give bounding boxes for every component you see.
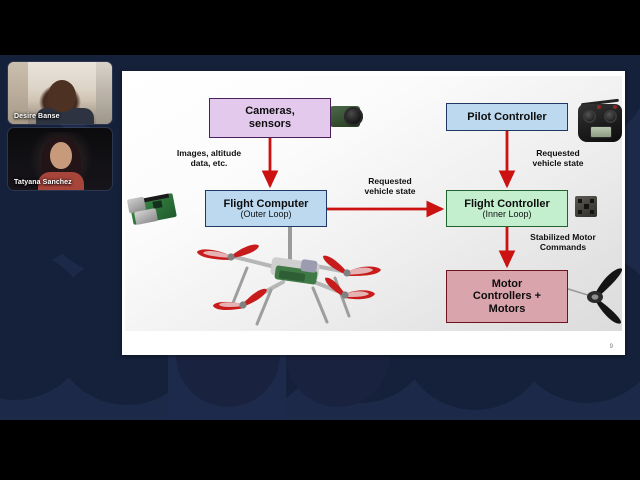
propeller-motor-icon xyxy=(565,266,622,328)
letterbox-top xyxy=(0,0,640,55)
node-title: Pilot Controller xyxy=(467,110,547,123)
diagram-node-motor-controllers[interactable]: Motor Controllers + Motors xyxy=(446,270,568,323)
quadcopter-drone-icon xyxy=(187,216,397,331)
slide-diagram-canvas: Cameras, sensors Flight Computer (Outer … xyxy=(125,76,622,331)
node-title: Flight Computer xyxy=(223,197,309,210)
slide-page-number: 9 xyxy=(609,344,613,350)
diagram-node-flight-controller[interactable]: Flight Controller (Inner Loop) xyxy=(446,190,568,227)
participant-video-tatyana-sanchez xyxy=(8,128,112,190)
edge-label-line1: Stabilized Motor xyxy=(530,232,596,242)
edge-label-line1: Requested xyxy=(536,148,580,158)
node-title: Cameras, xyxy=(245,105,295,118)
camera-module-icon xyxy=(330,103,364,129)
diagram-node-cameras[interactable]: Cameras, sensors xyxy=(209,98,331,138)
letterbox-bottom xyxy=(0,420,640,480)
participant-tile-list: Desire Banse Tatyana Sanchez xyxy=(8,62,112,194)
node-subtitle: (Inner Loop) xyxy=(482,208,532,219)
participant-name-label: Tatyana Sanchez xyxy=(14,179,72,186)
flight-controller-board-icon xyxy=(575,196,597,217)
diagram-node-flight-computer[interactable]: Flight Computer (Outer Loop) xyxy=(205,190,327,227)
edge-label-line2: Commands xyxy=(539,242,587,253)
edge-label-requested-vehicle-state-pilot: Requested vehicle state xyxy=(503,148,613,168)
node-title-line2: Controllers + xyxy=(472,290,542,303)
node-title: Motor xyxy=(491,278,523,291)
edge-label-requested-vehicle-state-middle: Requested vehicle state xyxy=(340,176,440,196)
edge-label-line2: vehicle state xyxy=(364,186,416,197)
edge-label-line2: data, etc. xyxy=(190,158,228,169)
shared-screen-slide[interactable]: Cameras, sensors Flight Computer (Outer … xyxy=(122,71,625,355)
edge-label-stabilized-motor-commands: Stabilized Motor Commands xyxy=(503,232,622,252)
edge-label-images-altitude: Images, altitude data, etc. xyxy=(163,148,255,168)
diagram-node-pilot-controller[interactable]: Pilot Controller xyxy=(446,103,568,131)
diagram-arrows xyxy=(261,131,516,269)
participant-name-label: Desire Banse xyxy=(14,113,60,120)
participant-tile-tatyana-sanchez[interactable]: Tatyana Sanchez xyxy=(8,128,112,190)
participant-tile-desire-banse[interactable]: Desire Banse xyxy=(8,62,112,124)
node-subtitle: sensors xyxy=(248,118,292,130)
edge-label-line1: Images, altitude xyxy=(176,148,242,158)
node-title: Flight Controller xyxy=(464,197,550,210)
rc-transmitter-icon xyxy=(577,92,622,144)
edge-label-line1: Requested xyxy=(368,176,412,186)
participant-video-desire-banse xyxy=(8,62,112,124)
edge-label-line2: vehicle state xyxy=(532,158,584,169)
node-subtitle: (Outer Loop) xyxy=(240,208,292,219)
node-title-line3: Motors xyxy=(488,302,526,315)
